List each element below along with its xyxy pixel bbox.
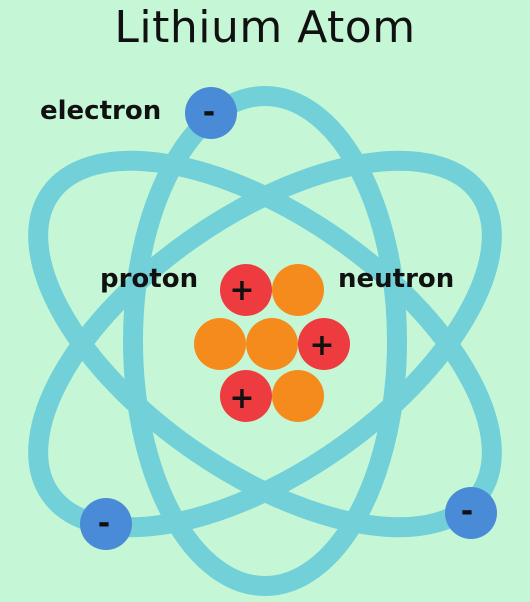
neutron-middle-left (194, 318, 246, 370)
orbit-diagonal-b (28, 150, 502, 538)
electron-label: electron (40, 96, 161, 126)
proton-top-left (220, 264, 272, 316)
neutron-top-right (272, 264, 324, 316)
diagram-title: Lithium Atom (114, 2, 416, 53)
electron-sign: - (98, 506, 110, 541)
electron-bottom-left: - (80, 498, 132, 550)
electron-dot (445, 487, 497, 539)
proton-bottom-left (220, 370, 272, 422)
electron-bottom-right: - (445, 487, 497, 539)
orbit-vertical (123, 86, 407, 596)
electron-top: - (185, 87, 237, 139)
electron-dot (185, 87, 237, 139)
electron-dot (80, 498, 132, 550)
proton-sign: + (229, 273, 254, 308)
neutron-middle-center (246, 318, 298, 370)
neutron-label: neutron (338, 264, 454, 294)
proton-middle-right (298, 318, 350, 370)
neutron-bottom-right (272, 370, 324, 422)
orbits (28, 86, 502, 596)
electron-sign: - (461, 494, 473, 529)
proton-sign: + (229, 381, 254, 416)
electron-sign: - (203, 95, 215, 130)
proton-label: proton (100, 264, 198, 294)
proton-sign: + (309, 328, 334, 363)
nucleus: + + + (194, 264, 350, 422)
